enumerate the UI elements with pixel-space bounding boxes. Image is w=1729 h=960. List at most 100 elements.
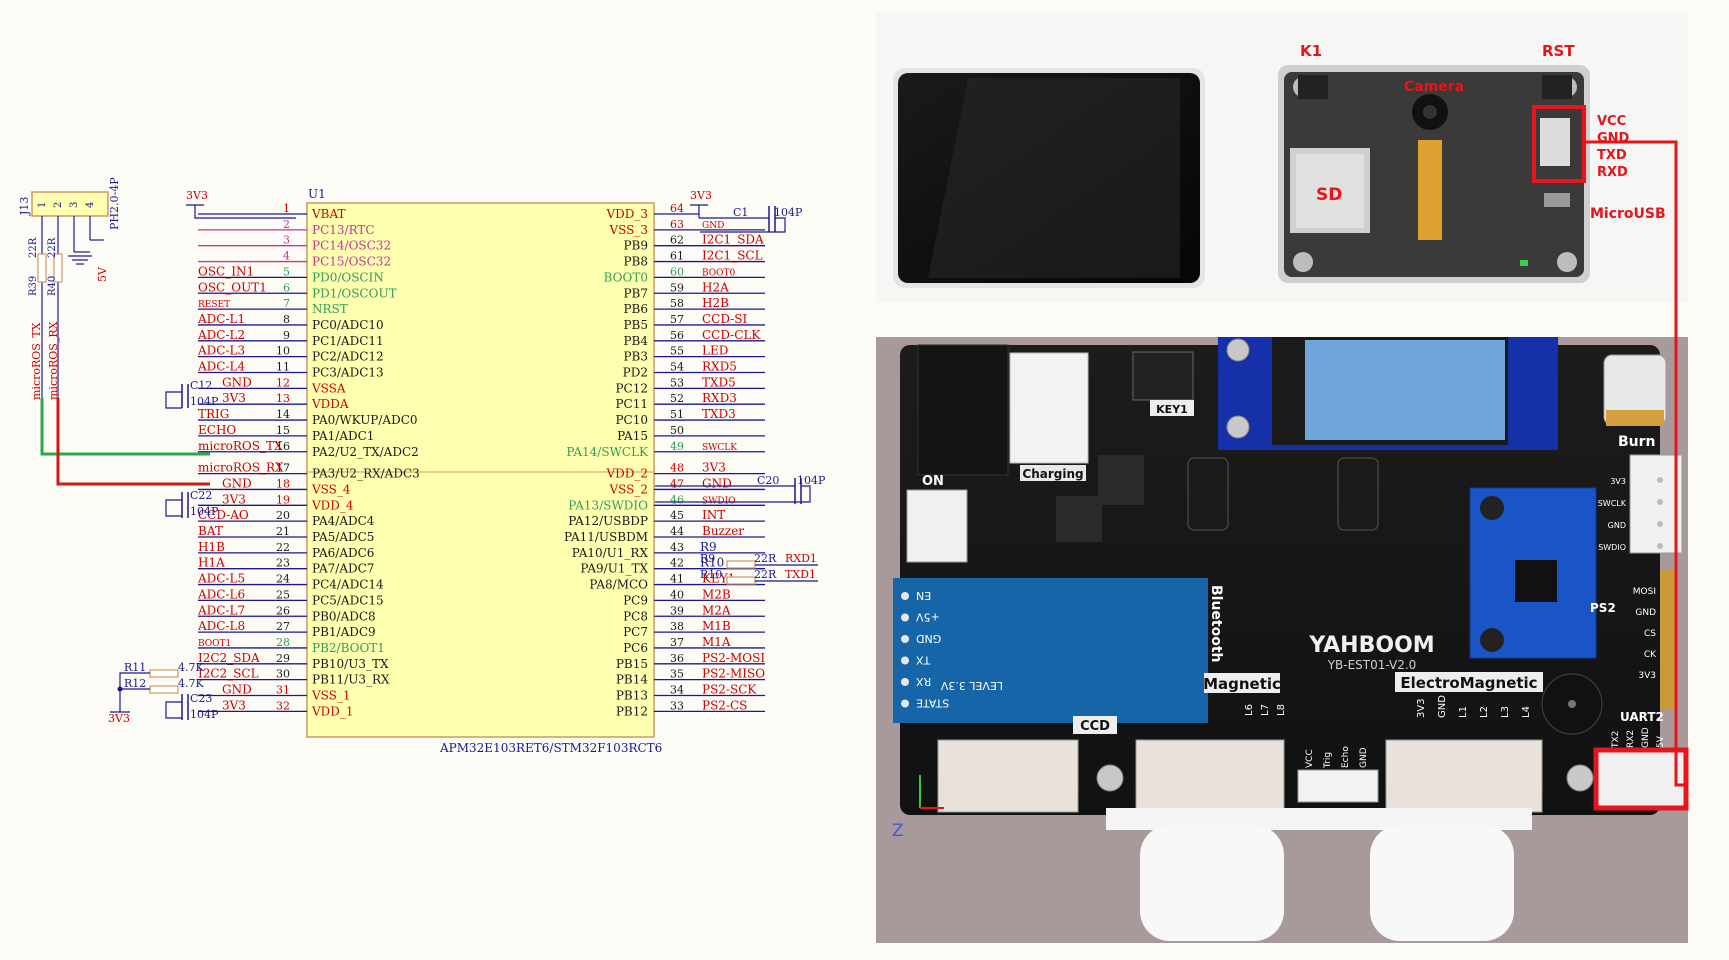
- pin-net: GND: [702, 476, 732, 490]
- pin-number: 44: [670, 525, 684, 538]
- bt-pin-dot: [901, 635, 909, 643]
- bt-pin-label: GND: [916, 632, 941, 645]
- pin-net: H1B: [198, 540, 225, 554]
- burn-pin-label: SWDIO: [1598, 543, 1626, 552]
- pin-net: GND: [222, 375, 252, 389]
- pin-number: 2: [283, 218, 290, 231]
- pin-name: PC4/ADC14: [312, 578, 384, 592]
- pin-name: PB7: [623, 286, 648, 300]
- pin-net: ADC-L7: [197, 603, 245, 617]
- pin-net: RXD3: [702, 391, 737, 405]
- pin-name: PC2/ADC12: [312, 350, 384, 364]
- bt-pin-dot: [901, 592, 909, 600]
- pin-net: H2B: [702, 296, 729, 310]
- label-rxd: RXD: [1597, 165, 1628, 180]
- pin-number: 63: [670, 218, 684, 231]
- r11-value: 4.7K: [178, 661, 204, 674]
- ps2-pin-label: CK: [1644, 650, 1657, 660]
- label-vcc: VCC: [1597, 114, 1626, 129]
- label-bluetooth: Bluetooth: [1208, 585, 1224, 663]
- connector-pin-2: 2: [53, 202, 64, 208]
- pin-net: M1A: [702, 635, 731, 649]
- pin-net: PS2-CS: [702, 698, 747, 712]
- uart2-pin-label: RX2: [1626, 730, 1636, 748]
- pin-name: PA10/U1_RX: [572, 546, 649, 560]
- pin-name: PB13: [616, 689, 648, 703]
- pin-net: RXD5: [702, 360, 737, 374]
- c12-value: 104P: [190, 395, 219, 408]
- label-uart2: UART2: [1620, 710, 1664, 724]
- pin-name: PB0/ADC8: [312, 609, 376, 623]
- pin-net: I2C2_SDA: [198, 651, 260, 665]
- pin-number: 62: [670, 234, 684, 247]
- pin-name: PA3/U2_RX/ADC3: [312, 467, 420, 481]
- pin-number: 14: [276, 408, 290, 421]
- ps2-pin-label: CS: [1644, 629, 1656, 639]
- mag-right-label: L3: [1500, 706, 1511, 718]
- pin-number: 20: [276, 509, 290, 522]
- pin-name: PC15/OSC32: [312, 255, 391, 269]
- pin-name: PA7/ADC7: [312, 562, 374, 576]
- bt-pin-dot: [901, 613, 909, 622]
- pin-net: PS2-SCK: [702, 683, 757, 697]
- label-charging: Charging: [1022, 467, 1083, 481]
- pin-number: 12: [276, 376, 290, 389]
- net-rxd1: RXD1: [785, 552, 817, 565]
- pin-number: 43: [670, 541, 684, 554]
- pin-number: 24: [276, 573, 290, 586]
- r12-label: R12: [124, 677, 146, 690]
- c20-value: 104P: [797, 474, 826, 487]
- pin-name: VSS_4: [311, 482, 351, 496]
- label-electromagnetic: ElectroMagnetic: [1400, 674, 1537, 692]
- pin-net: ADC-L3: [197, 344, 245, 358]
- pin-number: 55: [670, 345, 684, 358]
- pin-number: 13: [276, 392, 290, 405]
- pin-number: 53: [670, 376, 684, 389]
- c1-value: 104P: [774, 206, 803, 219]
- pin-number: 60: [670, 265, 684, 278]
- pin-number: 26: [276, 604, 290, 617]
- pin-number: 36: [670, 652, 684, 665]
- pin-net: SWDIO: [702, 496, 736, 506]
- pin-net: ADC-L8: [197, 619, 245, 633]
- pin-number: 8: [283, 313, 290, 326]
- pin-net: CCD-AO: [198, 508, 249, 522]
- label-axis-z: Z: [892, 821, 904, 841]
- pin-number: 59: [670, 281, 684, 294]
- pin-number: 37: [670, 636, 684, 649]
- pin-name: VBAT: [311, 207, 346, 221]
- pin-net: M2A: [702, 603, 731, 617]
- bt-pin-dot: [901, 656, 909, 665]
- pin-number: 5: [283, 265, 290, 278]
- pin-number: 30: [276, 668, 290, 681]
- pin-net: ADC-L1: [197, 312, 245, 326]
- pin-number: 35: [670, 668, 684, 681]
- pin-name: PD2: [623, 366, 648, 380]
- pin-net: INT: [702, 508, 725, 522]
- label-gnd: GND: [1597, 131, 1630, 146]
- bt-pin-dot: [901, 699, 909, 708]
- label-key1: KEY1: [1156, 403, 1188, 416]
- wire-tx: [40, 398, 210, 456]
- net-microros-tx: microROS_TX: [30, 322, 43, 400]
- c20-label: C20: [757, 474, 779, 487]
- pin-net: 3V3: [222, 391, 246, 405]
- pin-net: OSC_OUT1: [198, 280, 267, 294]
- r11-label: R11: [124, 661, 146, 674]
- pin-name: PC11: [615, 397, 648, 411]
- pin-net: I2C1_SCL: [702, 249, 763, 263]
- bt-pin-label: +5V: [916, 611, 940, 624]
- pin-number: 9: [283, 329, 290, 342]
- pin-number: 42: [670, 557, 684, 570]
- label-brand: YAHBOOM: [1308, 633, 1434, 658]
- r12-value: 4.7K: [178, 677, 204, 690]
- lcd-screen: [893, 68, 1205, 288]
- burn-pin-label: 3V3: [1610, 477, 1626, 486]
- label-ps2: PS2: [1590, 601, 1616, 615]
- r39-label: R39: [28, 276, 39, 296]
- pin-net: SWCLK: [702, 443, 737, 453]
- pin-net: RESET: [198, 300, 230, 310]
- pin-number: 17: [276, 462, 290, 475]
- pin-name: PB9: [623, 239, 648, 253]
- uart2-pin-label: TX2: [1611, 731, 1621, 749]
